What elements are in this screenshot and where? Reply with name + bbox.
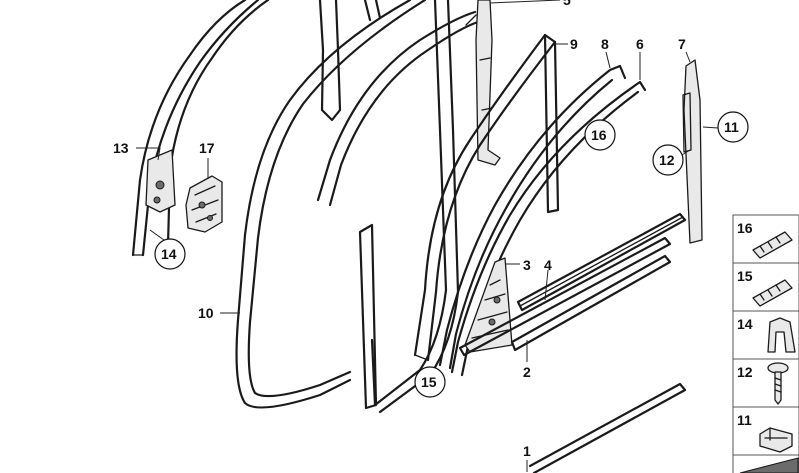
callouts: 13 17 14 10 9 8 6 7 5 16 11 12 3 4 2 15 … bbox=[113, 0, 749, 459]
nut-clip-icon bbox=[759, 427, 793, 453]
callout-12-circle bbox=[652, 144, 684, 176]
callout-15: 15 bbox=[421, 374, 437, 390]
callout-1: 1 bbox=[523, 443, 531, 459]
callout-16-circle bbox=[584, 119, 616, 151]
callout-13: 13 bbox=[113, 140, 129, 156]
callout-2: 2 bbox=[523, 364, 531, 380]
callout-16: 16 bbox=[591, 127, 607, 143]
legend-label-15: 15 bbox=[737, 268, 753, 284]
clip-icon bbox=[752, 231, 793, 259]
callout-6: 6 bbox=[636, 36, 644, 52]
door-seal bbox=[235, 0, 427, 409]
callout-12: 12 bbox=[659, 152, 675, 168]
legend-label-11: 11 bbox=[737, 412, 752, 428]
callout-11: 11 bbox=[724, 119, 739, 135]
corner-cap bbox=[185, 175, 223, 233]
callout-4: 4 bbox=[544, 257, 552, 273]
bracket-icon bbox=[767, 317, 796, 353]
legend-label-14: 14 bbox=[737, 316, 753, 332]
callout-17: 17 bbox=[199, 140, 215, 156]
clip-icon bbox=[752, 279, 793, 307]
a-pillar-seal bbox=[131, 0, 270, 257]
legend-label-12: 12 bbox=[737, 364, 753, 380]
quarter-window bbox=[464, 257, 520, 353]
callout-8: 8 bbox=[601, 36, 609, 52]
trim-strip-8 bbox=[438, 51, 627, 370]
screw-icon bbox=[767, 362, 789, 405]
callout-7: 7 bbox=[678, 36, 686, 52]
callout-10: 10 bbox=[198, 305, 214, 321]
sill-strip bbox=[526, 382, 687, 473]
window-channel bbox=[413, 33, 568, 362]
pillar-trim bbox=[681, 51, 719, 244]
callout-11-circle bbox=[717, 111, 749, 143]
wedge-icon bbox=[739, 457, 799, 473]
callout-15-circle bbox=[414, 366, 446, 398]
callout-5: 5 bbox=[563, 0, 571, 8]
callout-9: 9 bbox=[570, 36, 578, 52]
callout-3: 3 bbox=[523, 257, 531, 273]
callout-14-circle bbox=[154, 238, 186, 270]
legend-label-16: 16 bbox=[737, 220, 753, 236]
window-strip-2 bbox=[458, 236, 672, 362]
legend-panel: 16 15 14 12 11 bbox=[732, 214, 799, 473]
window-strip-4 bbox=[516, 212, 687, 312]
callout-14: 14 bbox=[161, 246, 177, 262]
